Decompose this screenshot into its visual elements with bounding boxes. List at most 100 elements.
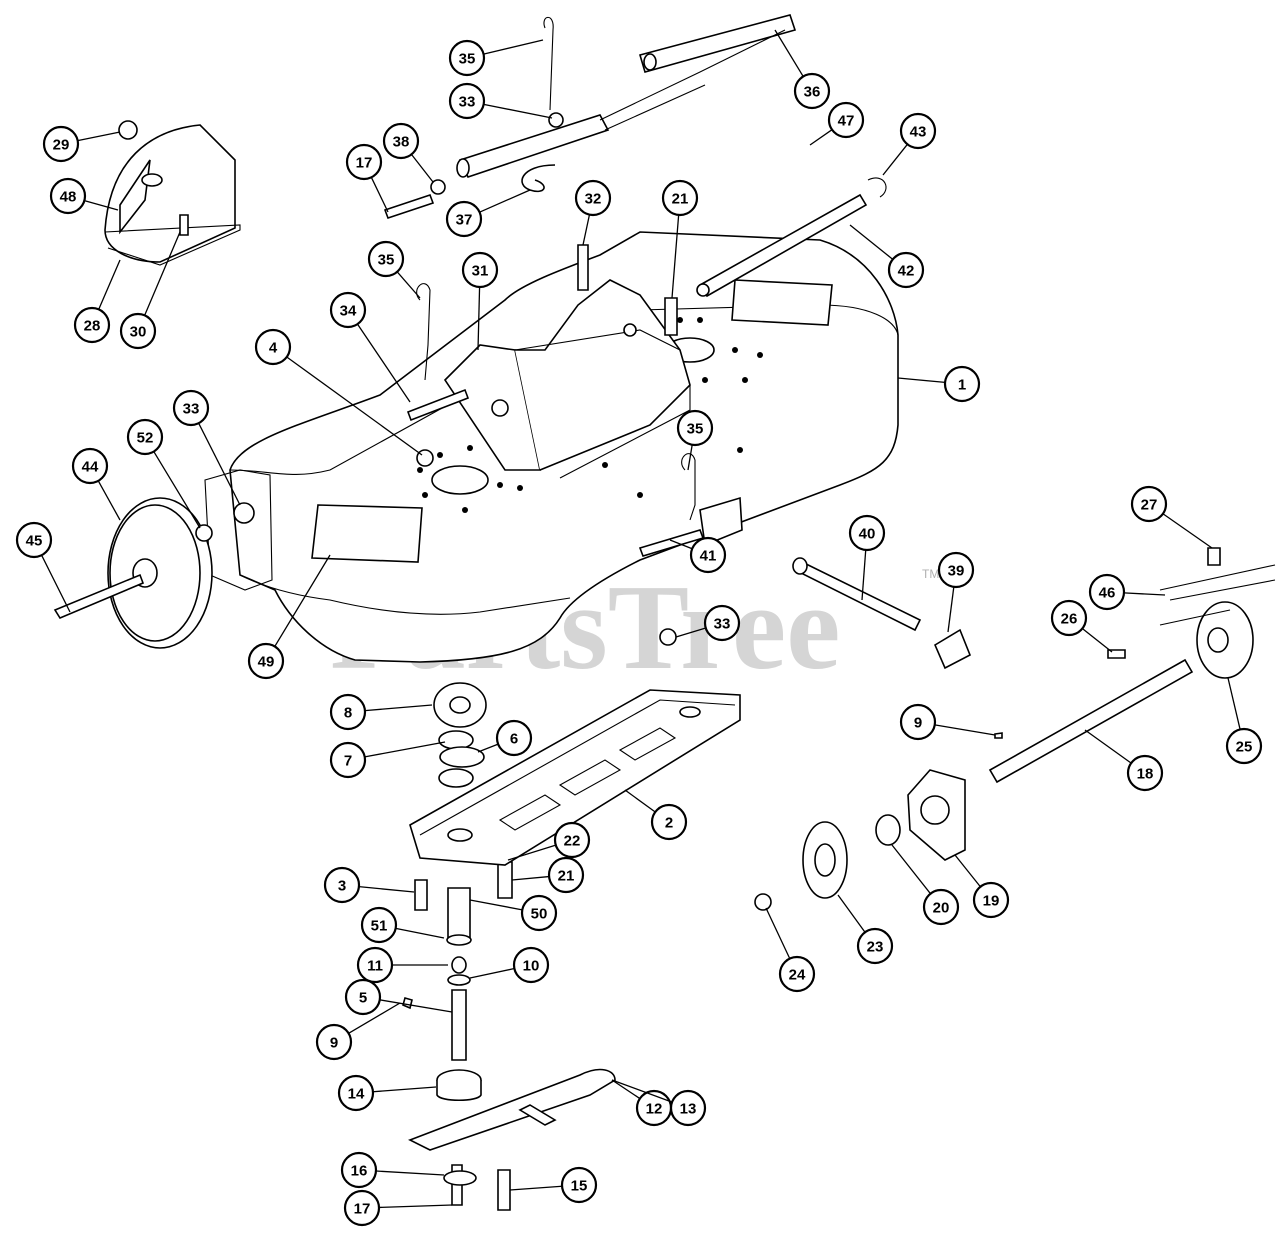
leader-line [809,129,833,146]
callout-10: 10 [469,946,550,984]
callout-number: 32 [585,191,602,208]
callout-circle [247,642,285,680]
callout-23: 23 [837,894,894,965]
leader-line [611,1079,641,1100]
callout-number: 3 [338,878,346,895]
callout-circle [899,703,937,741]
callout-number: 20 [933,900,950,917]
callout-number: 17 [356,155,373,172]
leader-line [396,271,421,299]
callout-number: 41 [700,548,717,565]
leader-line [395,927,445,939]
callout-circle [937,551,975,589]
callout-17: 17 [345,143,389,213]
callout-34: 34 [329,291,411,403]
leader-line [861,549,867,601]
callout-circle [827,101,865,139]
leader-line [891,844,931,895]
leader-line [477,286,481,351]
callout-44: 44 [71,447,121,521]
leader-line [624,789,656,813]
leader-line [774,29,804,77]
callout-4: 4 [254,328,423,456]
leader-line [675,627,706,638]
callout-number: 26 [1061,611,1078,628]
callout-45: 45 [15,521,71,613]
callout-29: 29 [42,125,121,163]
leader-line [897,377,946,384]
leader-line [1123,592,1166,596]
callout-number: 16 [351,1163,368,1180]
callout-circle [448,39,486,77]
leader-line [1227,677,1241,730]
callout-circle [520,894,558,932]
callout-1: 1 [897,365,981,403]
leader-line [849,224,894,260]
callout-circle [1126,754,1164,792]
callout-number: 22 [564,833,581,850]
callout-number: 33 [714,616,731,633]
callout-circle [42,125,80,163]
callout-41: 41 [669,536,727,574]
leader-line [370,177,389,213]
leader-line [511,875,550,881]
part-drawings [53,14,1276,1211]
leader-line [483,103,553,119]
callout-number: 37 [456,212,473,229]
callout-circle [661,179,699,217]
callout-number: 34 [340,303,357,320]
callout-number: 38 [393,134,410,151]
callout-number: 15 [571,1178,588,1195]
leader-line [198,422,241,506]
callout-circle [445,200,483,238]
callout-circle [650,803,688,841]
wheel [53,497,255,649]
leader-line [687,444,693,471]
callout-35: 35 [676,409,714,471]
callout-22: 22 [507,821,591,861]
callout-number: 33 [183,401,200,418]
callout-27: 27 [1130,485,1213,549]
callout-35: 35 [448,39,544,77]
callout-6: 6 [477,719,533,757]
callout-circle [343,1189,381,1227]
callout-number: 19 [983,893,1000,910]
callout-21: 21 [661,179,699,299]
callout-circle [345,143,383,181]
callout-number: 51 [371,918,388,935]
callout-circle [119,312,157,350]
lift-bracket [443,279,691,479]
callout-number: 45 [26,533,43,550]
callout-number: 29 [53,137,70,154]
callout-number: 12 [646,1101,663,1118]
leader-line [356,323,411,403]
callout-circle [943,365,981,403]
lift-linkage [456,14,797,193]
leader-line [410,154,434,183]
callout-number: 6 [510,731,518,748]
leader-line [479,189,531,213]
callout-number: 9 [330,1035,338,1052]
callout-number: 18 [1137,766,1154,783]
callout-8: 8 [329,693,433,731]
callout-circle [461,251,499,289]
callout-number: 25 [1236,739,1253,756]
leader-line [1084,729,1132,764]
callout-circle [1088,573,1126,611]
callout-12: 12 [611,1079,673,1127]
leader-line [348,1002,401,1034]
callout-number: 49 [258,654,275,671]
callout-circle [254,328,292,366]
callout-14: 14 [337,1074,437,1112]
callout-circle [560,1166,598,1204]
callout-circle [15,521,53,559]
callout-15: 15 [509,1166,598,1204]
callout-31: 31 [461,251,499,351]
callout-13: 13 [611,1079,707,1127]
callout-33: 33 [172,389,241,506]
callout-number: 5 [359,990,367,1007]
callout-number: 1 [958,377,966,394]
callout-circle [329,291,367,329]
callout-number: 36 [804,84,821,101]
callout-circle [793,72,831,110]
